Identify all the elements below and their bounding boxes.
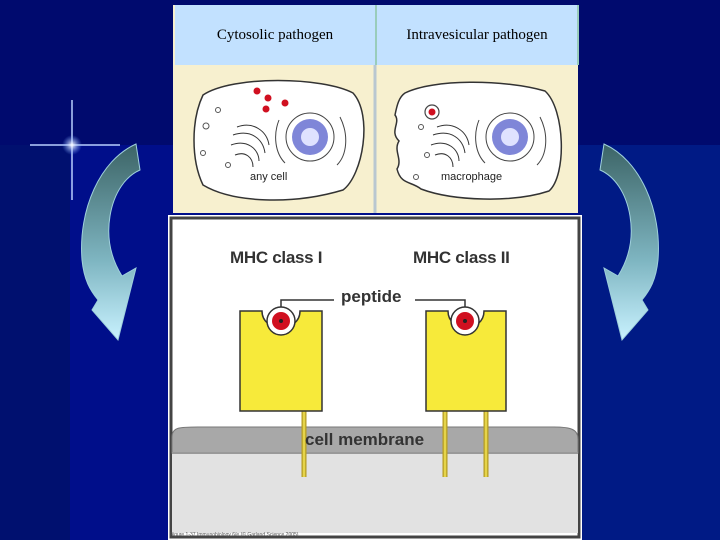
- pathogen-dot: [262, 105, 270, 113]
- intravesicular-pathogen-header: Intravesicular pathogen: [377, 5, 579, 65]
- curved-arrow-right-icon: [599, 143, 659, 342]
- any-cell-label: any cell: [250, 171, 287, 183]
- vesicle: [225, 162, 231, 168]
- mhc-class-ii-label: MHC class II: [413, 248, 510, 267]
- any-cell-illustration: any cell: [193, 79, 365, 201]
- mhc-diagram-panel: MHC class I MHC class II peptide cell me…: [168, 215, 582, 540]
- mhc-class-i-label: MHC class I: [230, 248, 323, 267]
- pathogen-dot: [428, 108, 436, 116]
- macrophage-illustration: macrophage: [394, 81, 563, 200]
- macrophage-label: macrophage: [441, 171, 502, 183]
- nucleus: [275, 112, 347, 166]
- curved-arrow-left-icon: [81, 143, 141, 342]
- vesicle: [418, 124, 424, 130]
- mhc-class-i-molecule: [239, 306, 323, 477]
- sparkle-icon: [30, 100, 120, 200]
- pathogen-comparison-panel: Cytosolic pathogen Intravesicular pathog…: [173, 5, 579, 213]
- nucleus: [475, 112, 547, 166]
- background-band-left: [0, 145, 70, 540]
- peptide-label: peptide: [341, 287, 402, 306]
- golgi-apparatus: [430, 124, 470, 168]
- mhc-class-ii-molecule: [425, 306, 507, 477]
- mhc-diagram: [169, 216, 581, 539]
- cell-membrane-label: cell membrane: [305, 430, 425, 449]
- vesicle: [202, 122, 210, 130]
- cell-membrane: [171, 426, 579, 533]
- pathogen-dot: [253, 87, 261, 95]
- golgi-apparatus: [230, 124, 270, 168]
- figure-credit: Figure 1-37 Immunobiology 6/e (© Garland…: [170, 532, 299, 538]
- pathogen-dot: [264, 94, 272, 102]
- vesicle: [413, 174, 419, 180]
- vesicle: [200, 150, 206, 156]
- cytosolic-pathogen-header: Cytosolic pathogen: [175, 5, 377, 65]
- vesicle: [424, 152, 430, 158]
- cell-illustrations: any cell macrophage: [193, 65, 563, 213]
- vesicle: [215, 107, 221, 113]
- pathogen-dot: [281, 99, 289, 107]
